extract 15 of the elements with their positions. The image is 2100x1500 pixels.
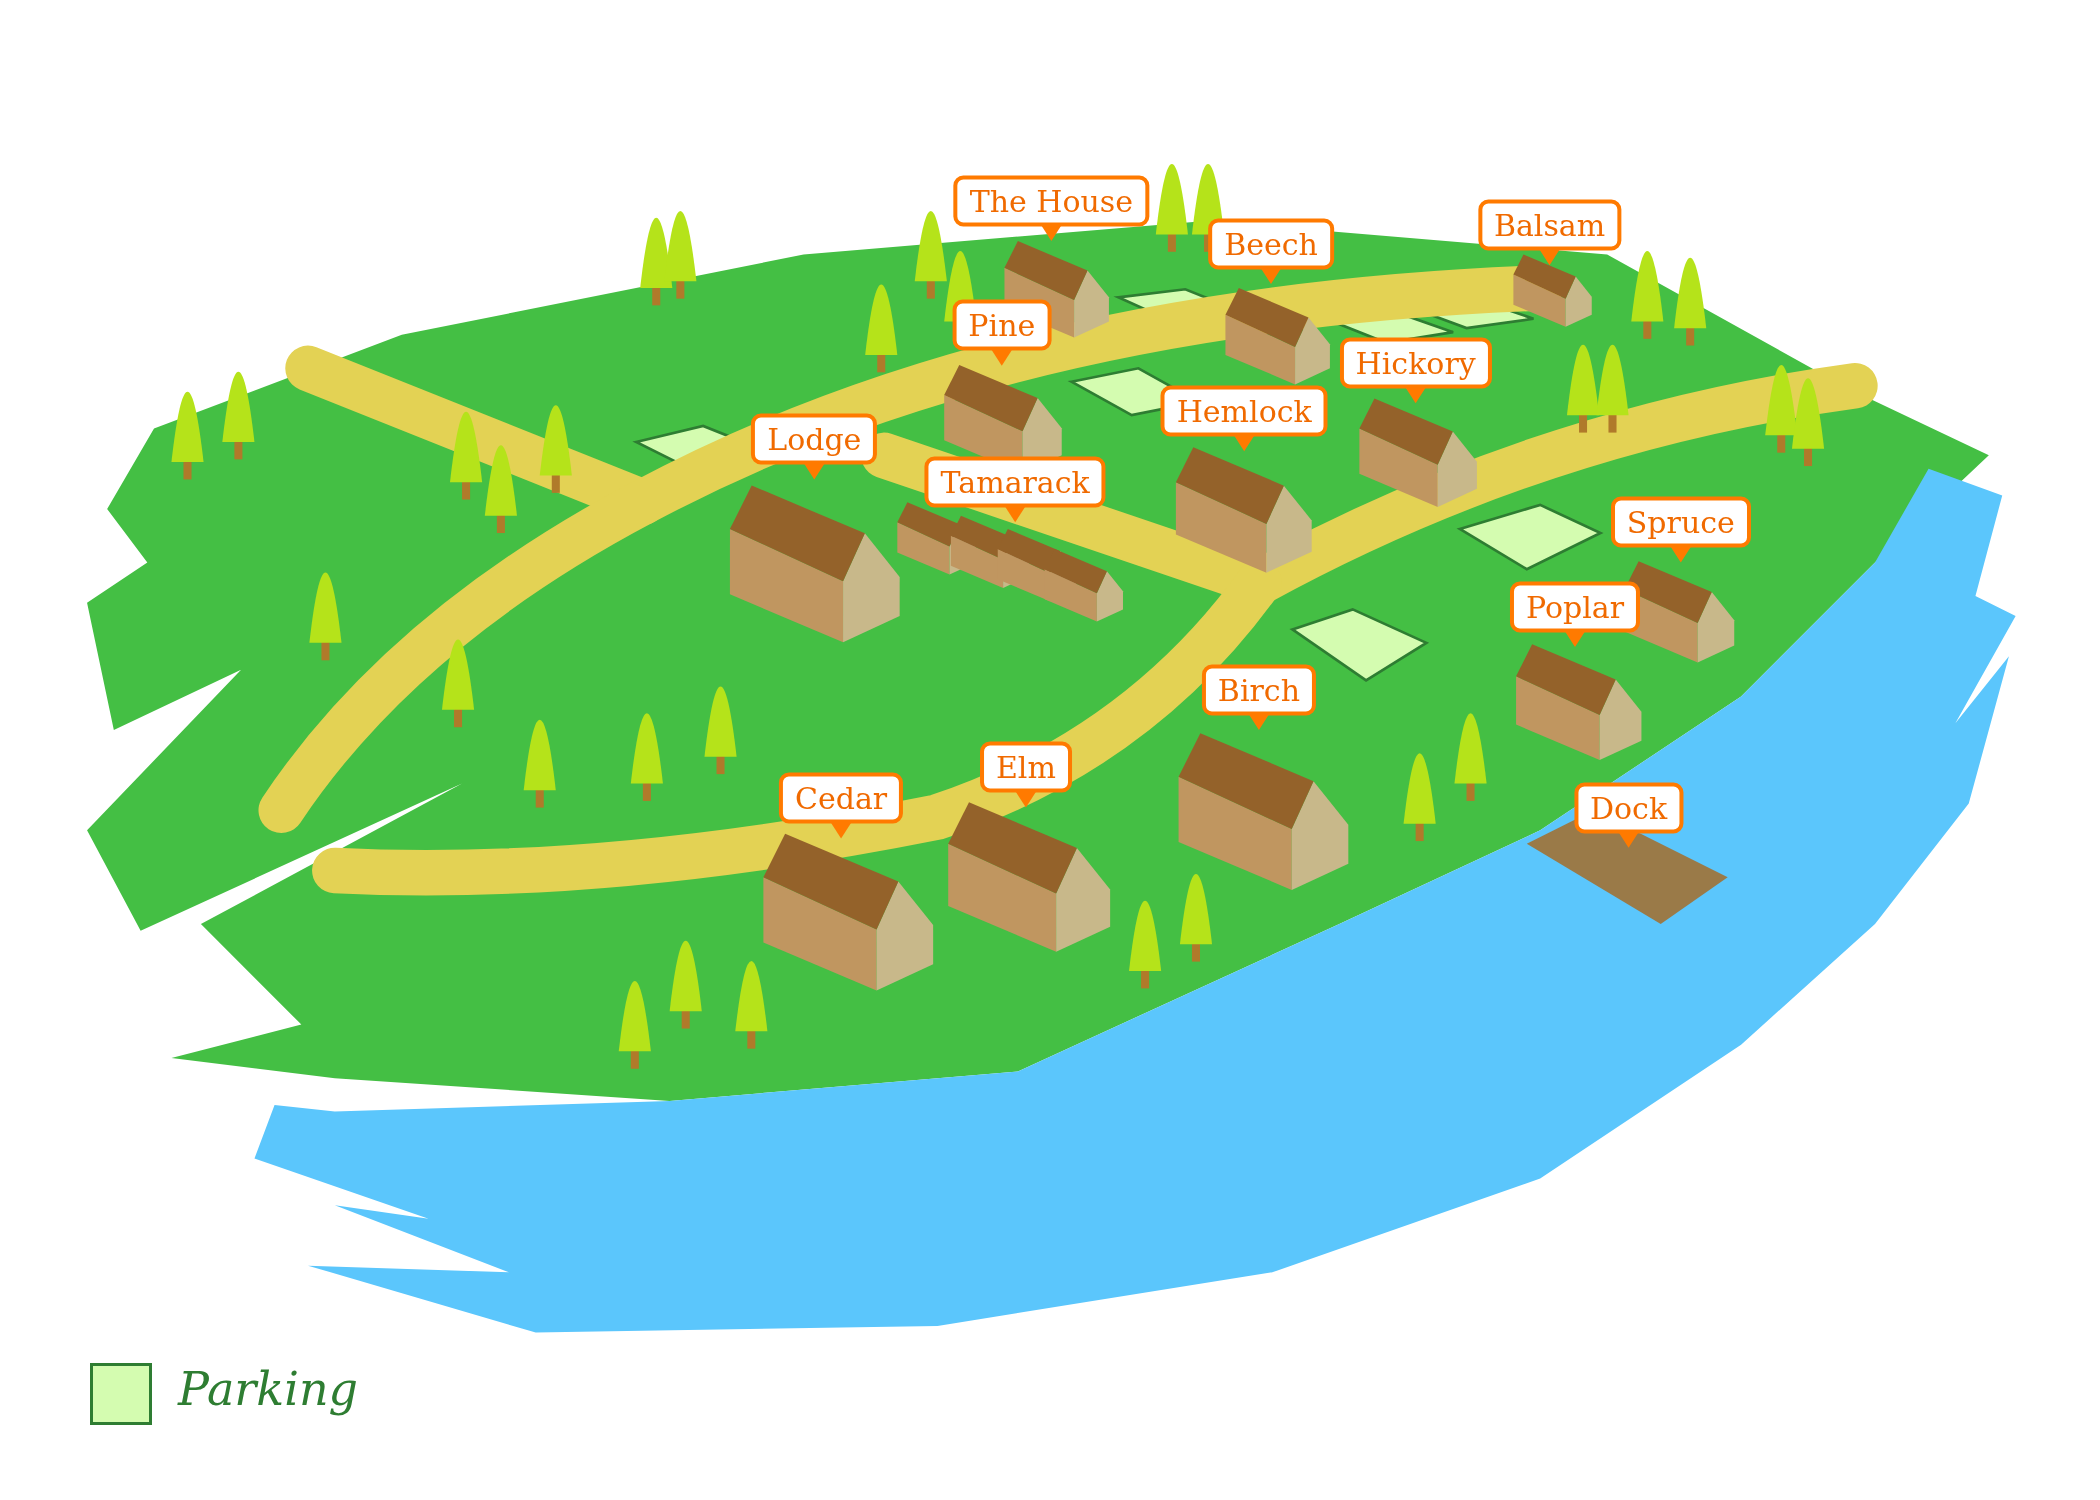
- place-name-label: Dock: [1574, 782, 1684, 834]
- place-name-label: Birch: [1201, 664, 1316, 716]
- place-name-label: Hemlock: [1160, 385, 1328, 437]
- place-name-label: Tamarack: [924, 456, 1106, 508]
- place-name-label: Spruce: [1610, 496, 1751, 548]
- place-name-label: Hickory: [1339, 337, 1492, 389]
- place-name-label: The House: [953, 175, 1149, 227]
- place-name-label: Beech: [1208, 218, 1334, 270]
- legend-label: Parking: [178, 1362, 358, 1416]
- place-name-label: Poplar: [1509, 581, 1641, 633]
- place-name-label: Pine: [952, 299, 1052, 351]
- place-name-label: Balsam: [1477, 199, 1622, 251]
- place-name-label: Cedar: [779, 772, 904, 824]
- place-name-label: Elm: [979, 741, 1072, 793]
- place-name-label: Lodge: [751, 413, 878, 465]
